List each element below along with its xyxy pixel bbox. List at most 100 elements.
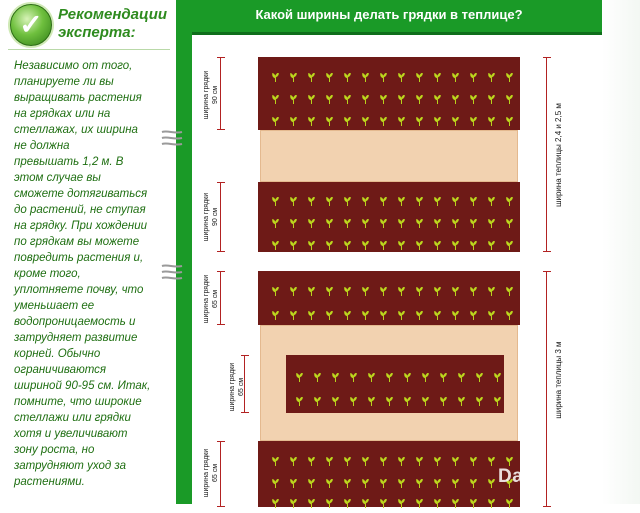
plant-icon [452,475,459,488]
label-greenhouse-1: ширина теплицы 2,4 и 2,5 м [554,103,563,207]
label-line: 65 см [212,289,219,309]
bed-bottom-2 [258,441,520,507]
plant-icon [434,69,441,82]
label-line: ширина грядки [229,362,236,412]
plant-icon [434,283,441,296]
plant-icon [452,91,459,104]
plant-icon [506,475,513,488]
advice-line: превышать 1,2 м. В [14,156,124,168]
advice-line: шириной 90-95 см. Итак, [14,380,151,392]
plant-icon [458,369,465,382]
plant-icon [470,475,477,488]
advice-line: уплотняете почву, что [14,284,144,296]
plant-icon [488,283,495,296]
plant-icon [488,475,495,488]
plant-icon [398,215,405,228]
plant-icon [344,69,351,82]
plant-icon [416,283,423,296]
advice-line: кроме того, [14,268,81,280]
plant-icon [506,283,513,296]
plant-icon [488,69,495,82]
label-line: ширина грядки [203,192,210,242]
plant-icon [416,237,423,250]
advice-line: этом случае вы [14,172,101,184]
expert-heading: Рекомендации эксперта: [58,6,172,42]
expert-advice-text: Независимо от того, планируете ли вы выр… [14,58,162,490]
plant-icon [452,283,459,296]
plant-icon [326,193,333,206]
plant-icon [272,453,279,466]
advice-line: водопроницаемость и [14,316,136,328]
sidebar-header: ✓ Рекомендации эксперта: [2,0,174,48]
plant-icon [308,283,315,296]
dimension-bracket [217,57,225,130]
plant-icon [452,307,459,320]
plant-icon [326,495,333,508]
plant-icon [344,193,351,206]
plant-icon [452,113,459,126]
plant-icon [362,495,369,508]
advice-line: повредить растения и, [14,252,144,264]
advice-line: на грядках или на [14,108,111,120]
plant-icon [434,495,441,508]
advice-line: растениями. [14,476,85,488]
plant-icon [440,369,447,382]
plant-icon [326,91,333,104]
plant-icon [488,453,495,466]
plant-icon [476,369,483,382]
plant-icon [434,237,441,250]
plant-icon [362,307,369,320]
plant-icon [380,91,387,104]
plant-icon [272,283,279,296]
plant-icon [434,475,441,488]
label-greenhouse-2: ширина теплицы 3 м [554,341,563,419]
advice-line: сможете дотягиваться [14,188,148,200]
plant-icon [398,113,405,126]
plant-icon [452,215,459,228]
plant-icon [344,215,351,228]
plant-icon [308,69,315,82]
dimension-bracket [543,57,551,252]
advice-line: корней. Обычно [14,348,101,360]
expert-heading-line2: эксперта: [58,24,136,41]
label-line: ширина грядки [203,274,210,324]
plant-icon [398,495,405,508]
expert-sidebar: ✓ Рекомендации эксперта: Независимо от т… [2,0,174,504]
plant-icon [332,369,339,382]
plant-icon [470,283,477,296]
plant-icon [452,69,459,82]
plant-icon [326,113,333,126]
plant-icon [344,453,351,466]
plant-icon [440,393,447,406]
plant-icon [344,113,351,126]
watermark: Da4nik.R [498,466,584,487]
plant-icon [470,69,477,82]
plant-icon [362,91,369,104]
plant-icon [314,393,321,406]
plant-icon [290,215,297,228]
plant-icon [434,91,441,104]
advice-line: выращивать растения [14,92,142,104]
plant-icon [416,193,423,206]
dimension-bracket [217,441,225,507]
plant-icon [452,453,459,466]
plant-icon [470,193,477,206]
plant-icon [308,475,315,488]
plant-icon [386,369,393,382]
label-line: 65 см [212,463,219,483]
path-greenhouse-1 [260,130,518,182]
plant-icon [272,91,279,104]
plant-icon [386,393,393,406]
arrow-icon [161,130,183,146]
plant-icon [470,307,477,320]
advice-line: стеллажи или грядки [14,412,131,424]
plant-icon [416,453,423,466]
label-bed-90-top: ширина грядки 90 см [202,65,220,125]
plant-icon [398,193,405,206]
plant-icon [416,307,423,320]
plant-icon [470,215,477,228]
check-icon: ✓ [10,4,52,46]
plant-icon [290,113,297,126]
bed-top-2 [258,271,520,325]
plant-icon [380,215,387,228]
